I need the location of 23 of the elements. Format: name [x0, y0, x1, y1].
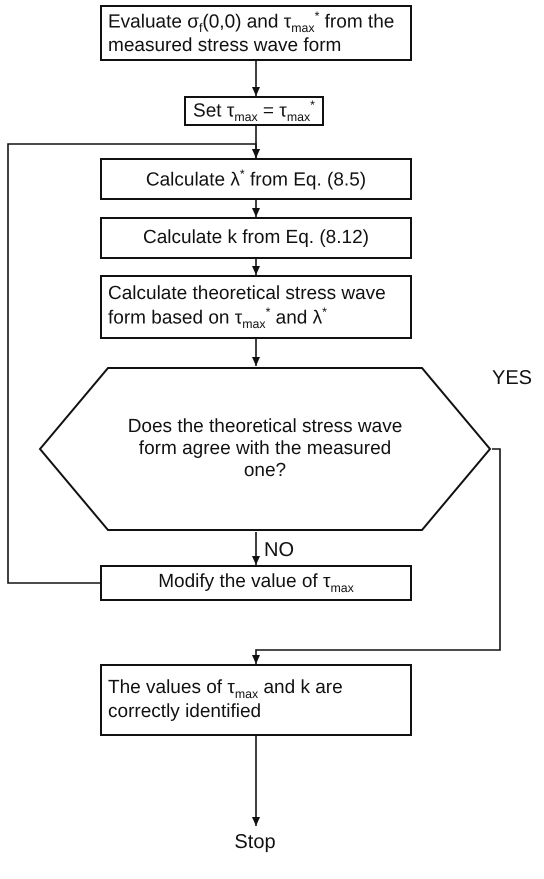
arrow — [252, 736, 260, 826]
decision-text: Does the theoretical stress wave form agree with the measured one? — [126, 416, 404, 482]
step-text: Calculate λ$^{*}$ from Eq. (8.5) — [146, 166, 366, 192]
arrow — [252, 448, 501, 664]
process-box — [100, 5, 412, 61]
process-box — [100, 158, 412, 200]
arrow — [252, 339, 260, 366]
process-box — [100, 275, 412, 339]
process-box — [100, 217, 412, 259]
process-box — [100, 565, 412, 601]
step-text: The values of τ$_{max}$ and k are correctly identified — [108, 677, 344, 723]
arrow — [252, 200, 260, 217]
step-text: Modify the value of τ$_{max}$ — [158, 571, 354, 595]
step-text: Evaluate σ$_{f}$(0,0) and τ$_{max}$$^{*}$ from the measured stress wave form — [108, 8, 396, 58]
arrow — [252, 61, 260, 96]
process-box — [184, 96, 324, 126]
arrow — [252, 532, 260, 565]
arrow — [252, 259, 260, 275]
arrow — [7, 143, 260, 584]
terminal-text: Stop — [234, 830, 276, 854]
step-text: Calculate k from Eq. (8.12) — [143, 227, 369, 249]
process-box — [100, 664, 412, 736]
step-text: Calculate theoretical stress wave form based on τ$_{max}$$^{*}$ and λ$^{*}$ — [108, 282, 387, 332]
